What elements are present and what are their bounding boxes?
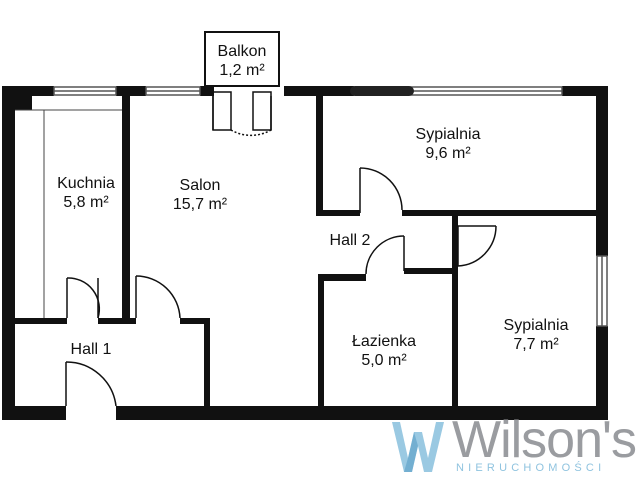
room-name: Sypialnia — [415, 126, 481, 143]
room-label-sypialnia-2: Sypialnia 7,7 m² — [488, 316, 584, 354]
room-name: Kuchnia — [57, 175, 115, 192]
room-label-kuchnia: Kuchnia 5,8 m² — [44, 174, 128, 212]
windows — [53, 86, 608, 327]
radiator — [350, 86, 414, 96]
room-area: 1,2 m² — [219, 62, 265, 79]
balcony — [204, 31, 280, 87]
doors — [65, 91, 497, 407]
outer-walls — [2, 86, 608, 420]
room-name: Sypialnia — [503, 317, 569, 334]
inner-walls — [15, 96, 596, 406]
room-area: 5,0 m² — [361, 352, 407, 369]
room-label-salon: Salon 15,7 m² — [160, 176, 240, 214]
room-label-balkon: Balkon 1,2 m² — [205, 42, 279, 80]
room-name: Hall 2 — [329, 232, 371, 249]
room-name: Łazienka — [351, 333, 417, 350]
room-name: Hall 1 — [70, 341, 112, 358]
room-label-hall-1: Hall 1 — [58, 340, 124, 359]
room-name: Balkon — [217, 43, 267, 60]
kitchen-counter — [15, 109, 122, 318]
brand-name: Wilson's — [452, 411, 637, 469]
room-area: 9,6 m² — [425, 145, 471, 162]
room-area: 15,7 m² — [172, 196, 228, 213]
w-mark-icon — [392, 422, 444, 472]
room-area: 7,7 m² — [513, 336, 559, 353]
room-name: Salon — [179, 177, 221, 194]
room-area: 5,8 m² — [63, 194, 109, 211]
room-label-lazienka: Łazienka 5,0 m² — [336, 332, 432, 370]
wilsons-logo: Wilson's NIERUCHOMOŚCI — [390, 412, 637, 476]
room-label-hall-2: Hall 2 — [320, 231, 380, 250]
brand-tagline: NIERUCHOMOŚCI — [456, 462, 606, 474]
room-label-sypialnia-1: Sypialnia 9,6 m² — [400, 125, 496, 163]
